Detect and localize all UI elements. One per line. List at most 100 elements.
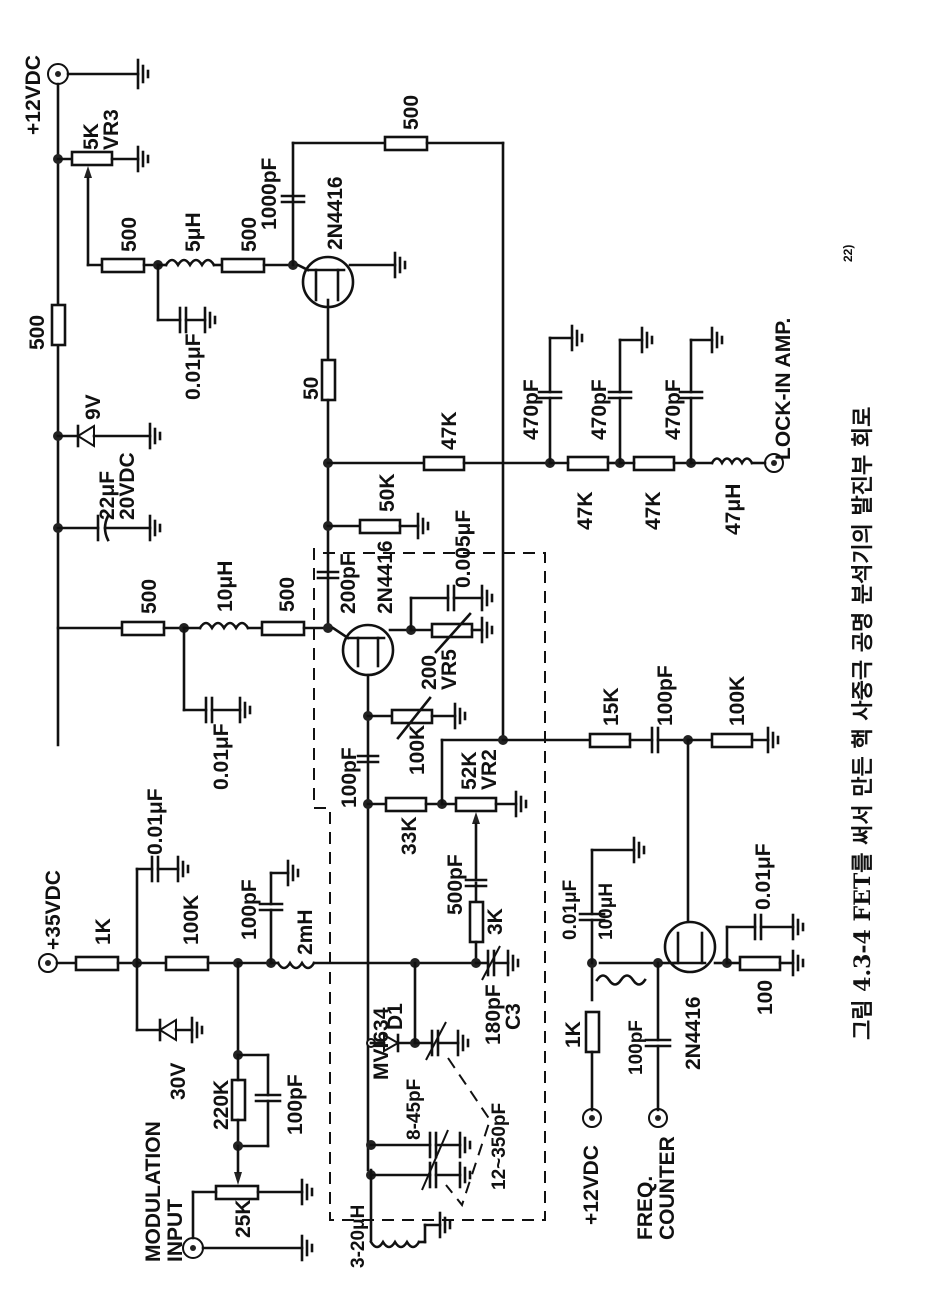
label-c-22uf-line2: 20VDC	[116, 452, 139, 520]
label-r-220k: 220K	[210, 1080, 233, 1130]
label-r-33k: 33K	[398, 816, 421, 855]
resistor-100k-bias	[164, 955, 210, 972]
ground-icon	[203, 306, 217, 334]
label-pot-25k: 25K	[232, 1199, 255, 1238]
label-vr5-value: 200	[418, 655, 441, 690]
label-c3-name: C3	[502, 1003, 525, 1030]
potentiometer-25k	[214, 1184, 260, 1201]
label-r-500-mid1: 500	[138, 579, 161, 614]
label-supply-12v-bottom: +12VDC	[580, 1145, 603, 1225]
ground-icon	[458, 1161, 472, 1189]
figure-caption: 그림 4.3-4 FET를 써서 만든 핵 사중극 공명 분석기의 발진부 회로	[850, 407, 876, 1040]
ground-icon	[766, 726, 780, 754]
resistor-500-bias2	[220, 257, 266, 274]
label-c-001-top: 0.01μF	[182, 333, 205, 400]
resistor-1k-buf	[584, 1010, 601, 1054]
ground-icon	[453, 702, 467, 730]
ground-icon	[632, 836, 646, 864]
label-c-200pf: 200pF	[337, 553, 360, 614]
label-freq-counter-line1: FREQ.	[634, 1176, 657, 1240]
resistor-33k	[384, 796, 428, 813]
capacitor-470pf-b	[607, 326, 654, 465]
ground-icon	[480, 616, 494, 644]
label-r-15k: 15K	[600, 687, 623, 726]
label-c-001-src: 0.01μF	[752, 843, 775, 910]
label-r-500-supply: 500	[26, 315, 49, 350]
label-c-470pf-a: 470pF	[520, 379, 543, 440]
label-q-mid: 2N4416	[374, 540, 397, 614]
ground-icon	[570, 324, 584, 352]
figure-caption-reference: 22)	[841, 245, 855, 262]
label-c-500pf: 500pF	[444, 854, 467, 915]
capacitor-22uf	[56, 514, 162, 542]
label-r-1k-buf: 1K	[562, 1021, 585, 1048]
label-d1-name: D1	[384, 1003, 407, 1030]
inductor-10uh	[198, 621, 250, 631]
resistor-500-supply	[50, 303, 67, 347]
resistor-47k-c	[632, 455, 676, 472]
label-modulation-input-line2: INPUT	[164, 1199, 187, 1262]
resistor-1k-top	[74, 955, 120, 972]
label-r-100k-out: 100K	[726, 676, 749, 726]
label-r-100k-var: 100K	[406, 725, 429, 775]
label-c-470pf-b: 470pF	[588, 379, 611, 440]
resistor-500-mid1	[120, 620, 166, 637]
label-r-100-src: 100	[754, 980, 777, 1015]
ground-icon	[458, 1131, 472, 1159]
label-r-1k-top: 1K	[92, 918, 115, 945]
inductor-2mh	[276, 960, 316, 970]
capacitor-470pf-a	[537, 324, 584, 465]
lock-in-amp-terminal	[764, 453, 784, 473]
ground-icon	[456, 1029, 470, 1057]
supply-35v-terminal	[38, 953, 58, 973]
label-c-8-45pf: 8-45pF	[404, 1079, 425, 1140]
supply-12v-top-terminal	[47, 58, 150, 90]
label-c-001-35v: 0.01μF	[144, 788, 167, 855]
resistor-500-mid2	[260, 620, 306, 637]
label-vr2-value: 52K	[458, 751, 481, 790]
label-r-47k-a: 47K	[438, 411, 461, 450]
ground-icon	[148, 514, 162, 542]
label-r-500-bias1: 500	[118, 217, 141, 252]
resistor-3k	[468, 900, 485, 944]
capacitor-470pf-c	[678, 326, 724, 465]
ground-icon	[791, 949, 805, 977]
zener-30v	[135, 1016, 204, 1044]
label-r-500-bias2: 500	[238, 217, 261, 252]
resistor-220k	[230, 1078, 247, 1122]
label-vr3-name: VR3	[100, 109, 123, 150]
label-c-100pf-par: 100pF	[284, 1074, 307, 1135]
label-c-001-buf: 0.01μF	[560, 880, 581, 940]
label-l-10uh: 10μH	[214, 561, 237, 612]
ground-icon	[136, 145, 150, 173]
label-r-47k-c: 47K	[642, 491, 665, 530]
label-supply-35v: +35VDC	[42, 870, 65, 950]
ground-icon	[286, 859, 300, 887]
ground-icon	[480, 584, 494, 612]
supply-12v-bottom-terminal	[582, 1108, 602, 1128]
label-r-50: 50	[300, 377, 323, 400]
label-c-1000pf: 1000pF	[258, 157, 281, 230]
label-r-500-mid2: 500	[276, 577, 299, 612]
ground-icon	[710, 326, 724, 354]
resistor-50k	[358, 518, 402, 535]
resistor-500-bias1	[100, 257, 146, 274]
label-zener-9v: 9V	[82, 394, 105, 420]
resistor-47k-b	[566, 455, 610, 472]
ground-icon	[176, 855, 190, 883]
inductor-47uh	[710, 457, 754, 466]
label-r-100k-bias: 100K	[180, 895, 203, 945]
label-c-470pf-c: 470pF	[662, 379, 685, 440]
ground-icon	[791, 913, 805, 941]
label-c-22uf-line1: 22μF	[96, 471, 119, 520]
shielded-enclosure-outline	[313, 548, 546, 1221]
label-vr5-name: VR5	[438, 649, 461, 690]
label-c-12-350pf: 12~350pF	[489, 1103, 510, 1190]
label-q-top: 2N4416	[324, 176, 347, 250]
resistor-100-src	[738, 955, 782, 972]
label-l-100uh: 100μH	[596, 883, 617, 940]
label-c-0005uf: 0.005μF	[452, 510, 475, 588]
ganged-tuning-link	[445, 1057, 492, 1208]
label-zener-30v: 30V	[167, 1063, 190, 1100]
ground-icon	[438, 1211, 452, 1239]
